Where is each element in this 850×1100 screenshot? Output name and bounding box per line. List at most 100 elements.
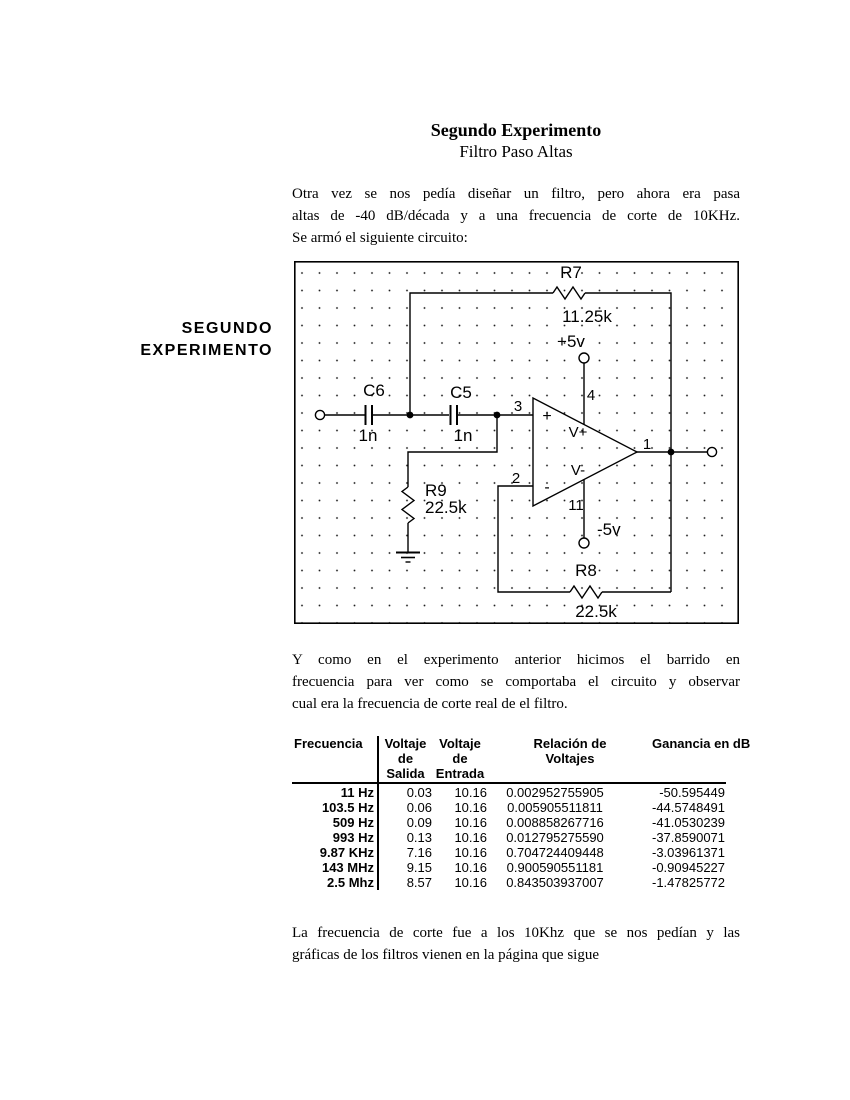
c6-label: C6 — [363, 381, 385, 400]
c5-capacitor — [449, 405, 458, 425]
table-body: 11 Hz 0.03 10.16 0.002952755905 -50.595449 10… — [292, 785, 726, 890]
supply-neg-label: -5v — [597, 520, 621, 539]
cell-relacion: 0.005905511811 — [507, 800, 603, 815]
table-row: 11 Hz 0.03 10.16 0.002952755905 -50.595449 — [292, 785, 726, 800]
circuit-border — [294, 261, 739, 624]
paragraph-line: Otra vez se nos pedía diseñar un filtro,… — [292, 186, 740, 202]
cell-ganancia: -3.03961371 — [652, 845, 726, 860]
cell-ganancia: -1.47825772 — [652, 875, 726, 890]
r8-value: 22.5k — [575, 602, 617, 621]
cell-ganancia: -0.90945227 — [652, 860, 726, 875]
input-terminal — [314, 409, 326, 421]
paragraph-sweep: Y como en el experimento anterior hicimo… — [292, 649, 740, 715]
header-line: Salida — [386, 766, 425, 781]
cell-relacion: 0.002952755905 — [506, 785, 604, 800]
cell-ganancia: -41.0530239 — [652, 815, 726, 830]
r9-resistor — [400, 486, 416, 524]
r7-value: 11.25k — [562, 307, 612, 326]
pin-4-label: 4 — [587, 387, 595, 404]
cell-relacion: 0.900590551181 — [506, 860, 604, 875]
cell-voltaje-entrada: 10.16 — [454, 785, 487, 800]
table-row: 993 Hz 0.13 10.16 0.012795275590 -37.8590071 — [292, 830, 726, 845]
header-ganancia: Ganancia en dB — [652, 736, 751, 751]
page-subtitle: Filtro Paso Altas — [459, 142, 573, 161]
header-line: Voltaje — [439, 736, 481, 751]
cell-voltaje-salida: 0.09 — [406, 815, 432, 830]
cell-frecuencia: 9.87 KHz — [319, 845, 374, 860]
vplus-terminal — [578, 352, 590, 364]
cell-frecuencia: 11 Hz — [340, 785, 374, 800]
cell-frecuencia: 993 Hz — [332, 830, 374, 845]
cell-voltaje-entrada: 10.16 — [454, 860, 487, 875]
table-header-row: Frecuencia Voltaje de Salida Voltaje de … — [292, 736, 751, 781]
measurement-table: Frecuencia Voltaje de Salida Voltaje de … — [292, 736, 751, 890]
noninv-plus-sign: + — [542, 408, 551, 425]
cell-voltaje-entrada: 10.16 — [454, 830, 487, 845]
paragraph-line: Se armó el siguiente circuito: — [292, 230, 468, 246]
cell-voltaje-salida: 0.03 — [406, 785, 432, 800]
table-row: 509 Hz 0.09 10.16 0.008858267716 -41.0530239 — [292, 815, 726, 830]
page-title: Segundo Experimento — [430, 120, 602, 140]
paragraph-line: frecuencia para ver como se comportaba e… — [292, 674, 740, 690]
cell-frecuencia: 2.5 Mhz — [327, 875, 374, 890]
c5-label: C5 — [450, 383, 472, 402]
circuit-diagram: C6 1n C5 1n R7 11.25k R9 22.5k R8 22.5k … — [294, 261, 739, 624]
cell-frecuencia: 143 MHz — [321, 860, 374, 875]
junction-dot — [493, 411, 501, 419]
r7-resistor — [552, 285, 586, 301]
paragraph-line: Y como en el experimento anterior hicimo… — [292, 652, 740, 668]
circuit-schematic: C6 1n C5 1n R7 11.25k R9 22.5k R8 22.5k … — [294, 261, 739, 624]
vplus-label: V+ — [569, 424, 588, 441]
paragraph-intro: Otra vez se nos pedía diseñar un filtro,… — [292, 183, 740, 249]
header-voltaje-salida: Voltaje de Salida — [379, 736, 432, 781]
r9-label: R9 — [425, 481, 447, 500]
cell-ganancia: -37.8590071 — [652, 830, 726, 845]
cell-voltaje-entrada: 10.16 — [454, 875, 487, 890]
vminus-label: V- — [571, 462, 585, 479]
cell-voltaje-salida: 7.16 — [406, 845, 432, 860]
vminus-terminal — [578, 537, 590, 549]
cell-voltaje-entrada: 10.16 — [454, 800, 487, 815]
cell-ganancia: -50.595449 — [659, 785, 725, 800]
sidebar-section-label: SEGUNDO EXPERIMENTO — [100, 318, 273, 362]
ground-symbol — [396, 551, 420, 563]
paragraph-line: gráficas de los filtros vienen en la pág… — [292, 947, 599, 963]
r8-label: R8 — [575, 561, 597, 580]
r8-resistor — [569, 584, 603, 600]
header-voltaje-entrada: Voltaje de Entrada — [432, 736, 488, 781]
cell-voltaje-entrada: 10.16 — [454, 815, 487, 830]
table-row: 143 MHz 9.15 10.16 0.900590551181 -0.9094522… — [292, 860, 726, 875]
paragraph-conclusion: La frecuencia de corte fue a los 10Khz q… — [292, 922, 740, 966]
table-column-divider — [377, 736, 379, 890]
supply-pos-label: +5v — [557, 332, 585, 351]
header-line: Voltajes — [545, 751, 595, 766]
header-line: Relación de — [533, 736, 607, 751]
c6-capacitor — [364, 405, 373, 425]
header-relacion: Relación de Voltajes — [488, 736, 652, 781]
c5-value: 1n — [454, 426, 473, 445]
paragraph-line: cual era la frecuencia de corte real de … — [292, 696, 568, 712]
pin-2-label: 2 — [512, 470, 520, 487]
cell-relacion: 0.012795275590 — [506, 830, 604, 845]
cell-voltaje-salida: 0.13 — [406, 830, 432, 845]
opamp-triangle — [532, 396, 639, 508]
cell-voltaje-salida: 9.15 — [406, 860, 432, 875]
r9-value: 22.5k — [425, 498, 467, 517]
pin-11-label: 11 — [568, 497, 584, 514]
junction-dot — [406, 411, 414, 419]
sidebar-line2: EXPERIMENTO — [140, 342, 273, 359]
cell-relacion: 0.008858267716 — [506, 815, 604, 830]
cell-frecuencia: 509 Hz — [332, 815, 374, 830]
cell-relacion: 0.704724409448 — [506, 845, 604, 860]
paragraph-line: La frecuencia de corte fue a los 10Khz q… — [292, 925, 740, 941]
header-line: Voltaje — [384, 736, 427, 751]
cell-relacion: 0.843503937007 — [506, 875, 604, 890]
c6-value: 1n — [359, 426, 378, 445]
cell-voltaje-salida: 0.06 — [406, 800, 432, 815]
cell-ganancia: -44.5748491 — [652, 800, 726, 815]
header-line: de — [452, 751, 468, 766]
